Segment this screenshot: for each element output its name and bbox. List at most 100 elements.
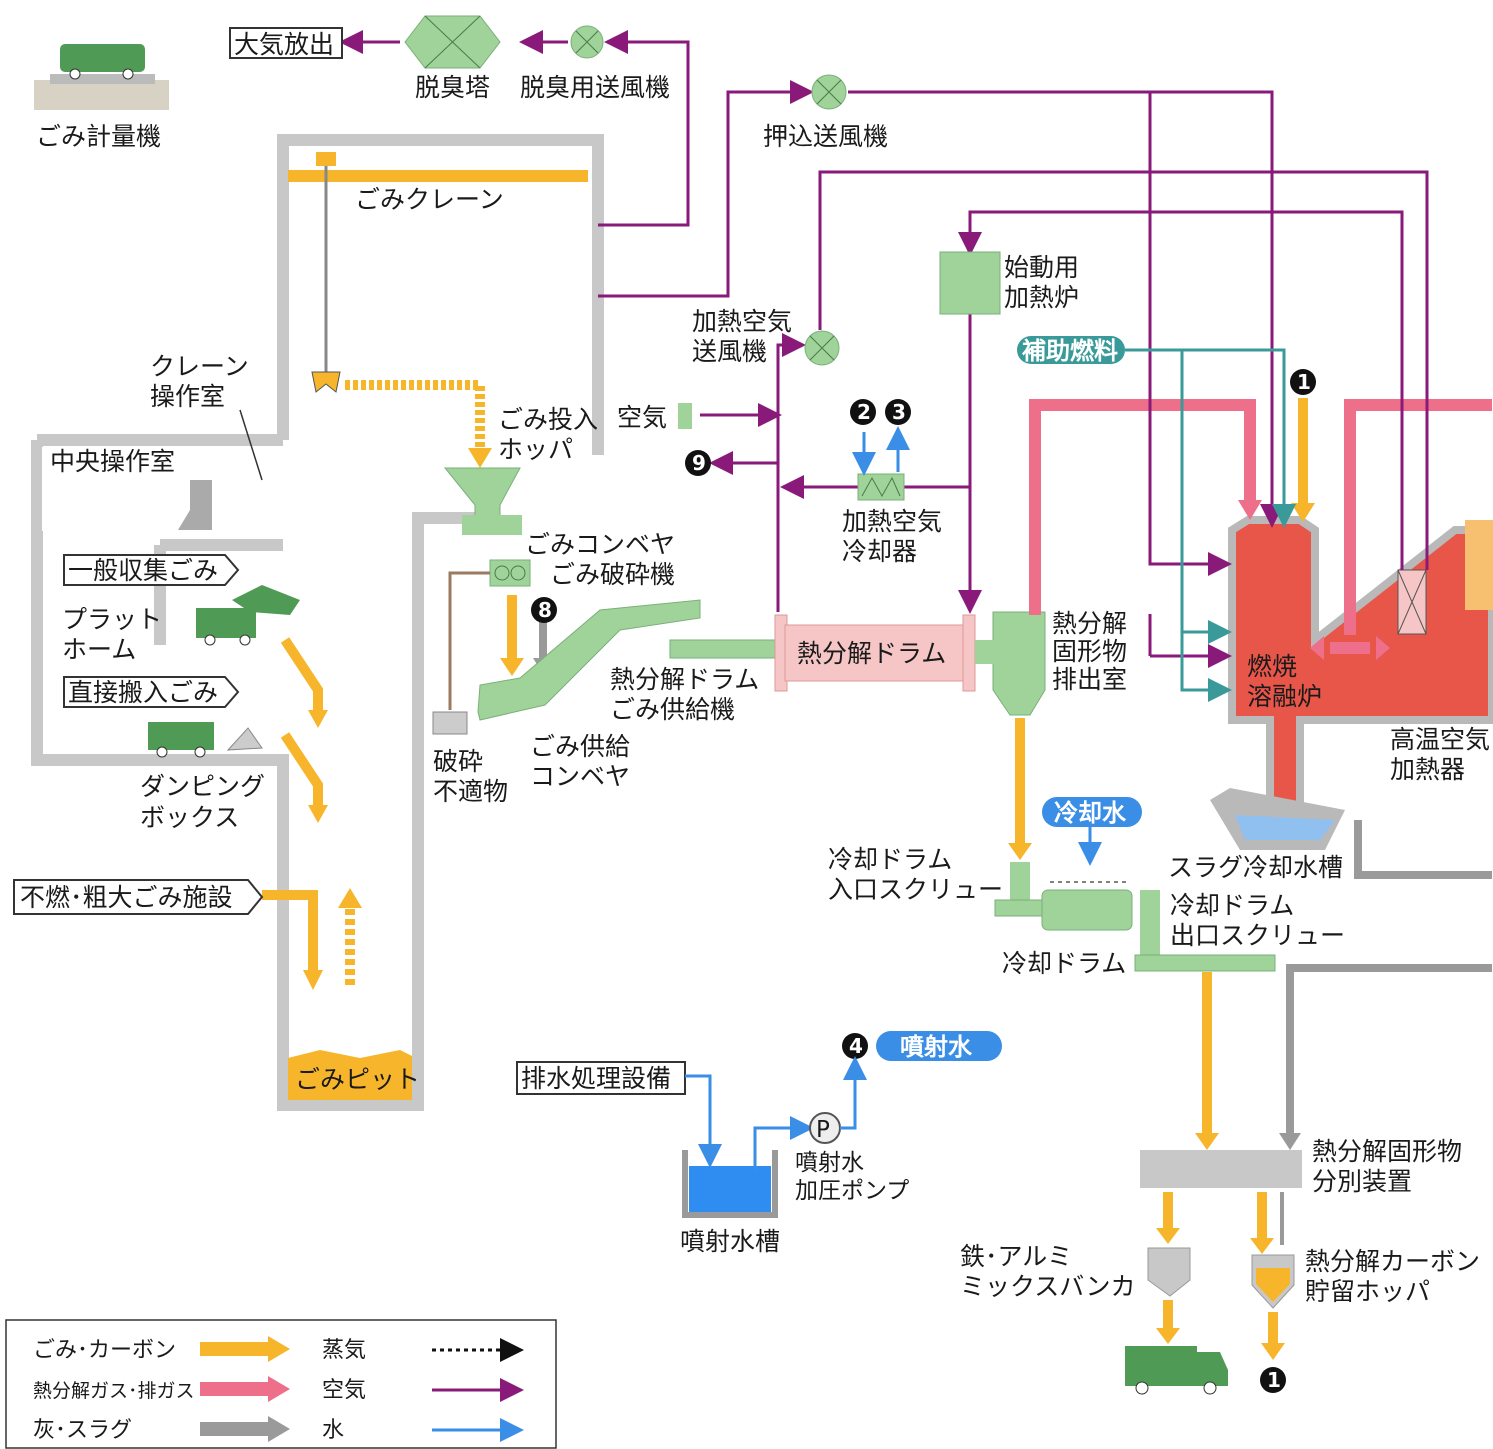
- arrow-head: [468, 448, 492, 468]
- general-waste-tag: [63, 554, 240, 586]
- drum-feeder-screw: [669, 639, 781, 659]
- platform-label-1: プラット: [62, 605, 162, 634]
- arrow-head: [1291, 503, 1315, 522]
- spray-water-pill: [876, 1031, 1002, 1061]
- slag-water: [1235, 815, 1335, 840]
- arrow-head: [1279, 1133, 1301, 1150]
- aux-fuel-lines: [1125, 348, 1296, 702]
- ash-to-separator-line: [1286, 964, 1492, 1135]
- legend-swatch-gas: [200, 1376, 290, 1402]
- separator: [1140, 1150, 1302, 1188]
- heated-air-fan-label-2: 送風機: [692, 337, 767, 366]
- crusher-label: ごみ破砕機: [550, 560, 675, 589]
- supply-conveyor-label-1: ごみ供給: [530, 732, 630, 761]
- drum-feeder-label-2: ごみ供給機: [610, 695, 735, 724]
- pyrolysis-drum-label: 熱分解ドラム: [797, 639, 946, 668]
- control-desk-icon: [178, 480, 212, 530]
- cooling-outlet-chute: [1140, 890, 1160, 960]
- supply-conveyor: [477, 599, 701, 721]
- cooling-water-pill: [1042, 797, 1142, 827]
- central-control-room: [42, 447, 278, 531]
- supply-conveyor-label-2: コンベヤ: [530, 762, 630, 791]
- cooling-inlet-label-2: 入口スクリュー: [828, 875, 1003, 904]
- atmosphere-box: [229, 27, 343, 59]
- slag-tank-label: スラグ冷却水槽: [1168, 853, 1343, 882]
- arrow-head: [500, 658, 524, 676]
- arrow-head: [303, 970, 323, 990]
- discharge-label-2: 固形物: [1052, 637, 1127, 666]
- spray-water-label: 噴射水: [900, 1033, 973, 1061]
- legend-label-ash: 灰･スラグ: [33, 1418, 132, 1443]
- arrow-head: [1310, 636, 1324, 660]
- separator-label-2: 分別装置: [1312, 1167, 1412, 1196]
- melting-furnace: [1228, 516, 1493, 824]
- air-lines: [339, 30, 1429, 668]
- aux-fuel-label: 補助燃料: [1021, 337, 1118, 365]
- conveyor-label: ごみコンベヤ: [525, 530, 675, 559]
- arrow-head: [1261, 1343, 1285, 1360]
- arrow-head: [1238, 500, 1262, 520]
- solids-discharge-chamber: [992, 611, 1046, 716]
- arrow-head: [308, 710, 328, 728]
- crane-room-leader: [239, 409, 263, 481]
- arrow-head: [1195, 1133, 1219, 1150]
- crane-to-hopper-arrow: [345, 380, 485, 450]
- marker-1-bottom: 1: [1260, 1367, 1286, 1393]
- pump-discharge-line: [840, 1056, 867, 1130]
- legend-label-steam: 蒸気: [322, 1338, 366, 1363]
- metal-bunker-label-1: 鉄･アルミ: [960, 1242, 1072, 1271]
- marker-1-top: 1: [1290, 369, 1316, 395]
- spray-tank-wall: [682, 1150, 778, 1218]
- carbon-hopper-label-1: 熱分解カーボン: [1305, 1247, 1480, 1276]
- cooling-inlet-label-1: 冷却ドラム: [828, 845, 952, 874]
- pump-label-2: 加圧ポンプ: [795, 1178, 909, 1204]
- cooling-drum: [1041, 889, 1133, 931]
- dumping-label-2: ボックス: [140, 803, 239, 832]
- crane-rail: [288, 170, 588, 182]
- arrow-head: [1008, 843, 1032, 860]
- spray-tank-water: [689, 1166, 771, 1212]
- arrow-head: [338, 888, 362, 908]
- svg-text:1: 1: [1267, 1368, 1281, 1392]
- startup-heater-label-1: 始動用: [1004, 253, 1079, 282]
- bulky-waste-label: 不燃･粗大ごみ施設: [20, 883, 233, 912]
- aux-fuel-pill: [1017, 336, 1125, 364]
- marker-4: 4: [842, 1033, 868, 1059]
- air-cooler-label-1: 加熱空気: [842, 507, 942, 536]
- cooling-drum-label: 冷却ドラム: [1002, 949, 1126, 978]
- drum-flange-right: [962, 614, 976, 692]
- legend-swatch-waste: [200, 1336, 290, 1362]
- crane-room-label-2: 操作室: [150, 382, 225, 411]
- general-waste-label: 一般収集ごみ: [68, 556, 218, 585]
- pyrolysis-gas-lines: [1029, 399, 1492, 654]
- svg-text:4: 4: [849, 1034, 863, 1058]
- crusher: [489, 559, 531, 587]
- discharge-label-1: 熱分解: [1052, 609, 1127, 638]
- deodorizer-label: 脱臭塔: [415, 73, 490, 102]
- pump-suction-line: [753, 1116, 814, 1170]
- crane-room-label-1: クレーン: [150, 352, 249, 381]
- cooling-inlet-chute: [1010, 862, 1030, 900]
- truck-scale-label: ごみ計量機: [36, 122, 161, 151]
- atmosphere-label: 大気放出: [234, 30, 334, 59]
- waste-pit-fill: [288, 1050, 412, 1100]
- arrow-head: [1156, 1328, 1180, 1344]
- marker-2: 2: [850, 399, 876, 425]
- carbon-hopper-label-2: 貯留ホッパ: [1305, 1277, 1430, 1306]
- marker-9: 9: [685, 450, 711, 476]
- startup-heater: [939, 251, 1001, 315]
- air-cooler: [857, 473, 905, 501]
- cooling-outlet-screw: [1134, 954, 1276, 972]
- arrow-head: [1376, 636, 1390, 660]
- cooling-outlet-label-1: 冷却ドラム: [1170, 891, 1294, 920]
- air-cooler-label-2: 冷却器: [842, 537, 917, 566]
- pump-p-label: P: [816, 1117, 830, 1143]
- reject-cart: [432, 711, 468, 735]
- discharge-label-3: 排出室: [1052, 665, 1127, 694]
- pyrolysis-drum: [784, 624, 966, 682]
- hta-label-2: 加熱器: [1390, 755, 1465, 784]
- legend-label-waste: ごみ･カーボン: [33, 1338, 176, 1363]
- waste-inflow-arrows: [262, 637, 323, 975]
